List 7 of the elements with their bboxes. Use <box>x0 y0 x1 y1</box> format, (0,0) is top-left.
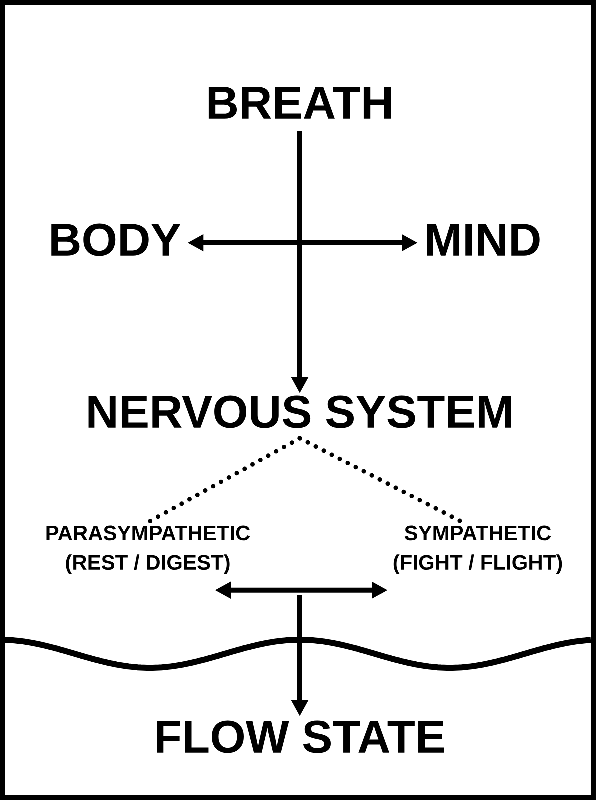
heading-label: MIND <box>427 224 540 256</box>
node-label: SYMPATHETIC (FIGHT / FLIGHT) <box>394 526 562 574</box>
heading-label: BREATH <box>208 87 391 119</box>
node-label: PARASYMPATHETIC (REST / DIGEST) <box>46 526 250 574</box>
heading-label: FLOW STATE <box>157 720 444 754</box>
heading-label: NERVOUS SYSTEM <box>88 396 512 428</box>
heading-label: BODY <box>52 224 181 256</box>
